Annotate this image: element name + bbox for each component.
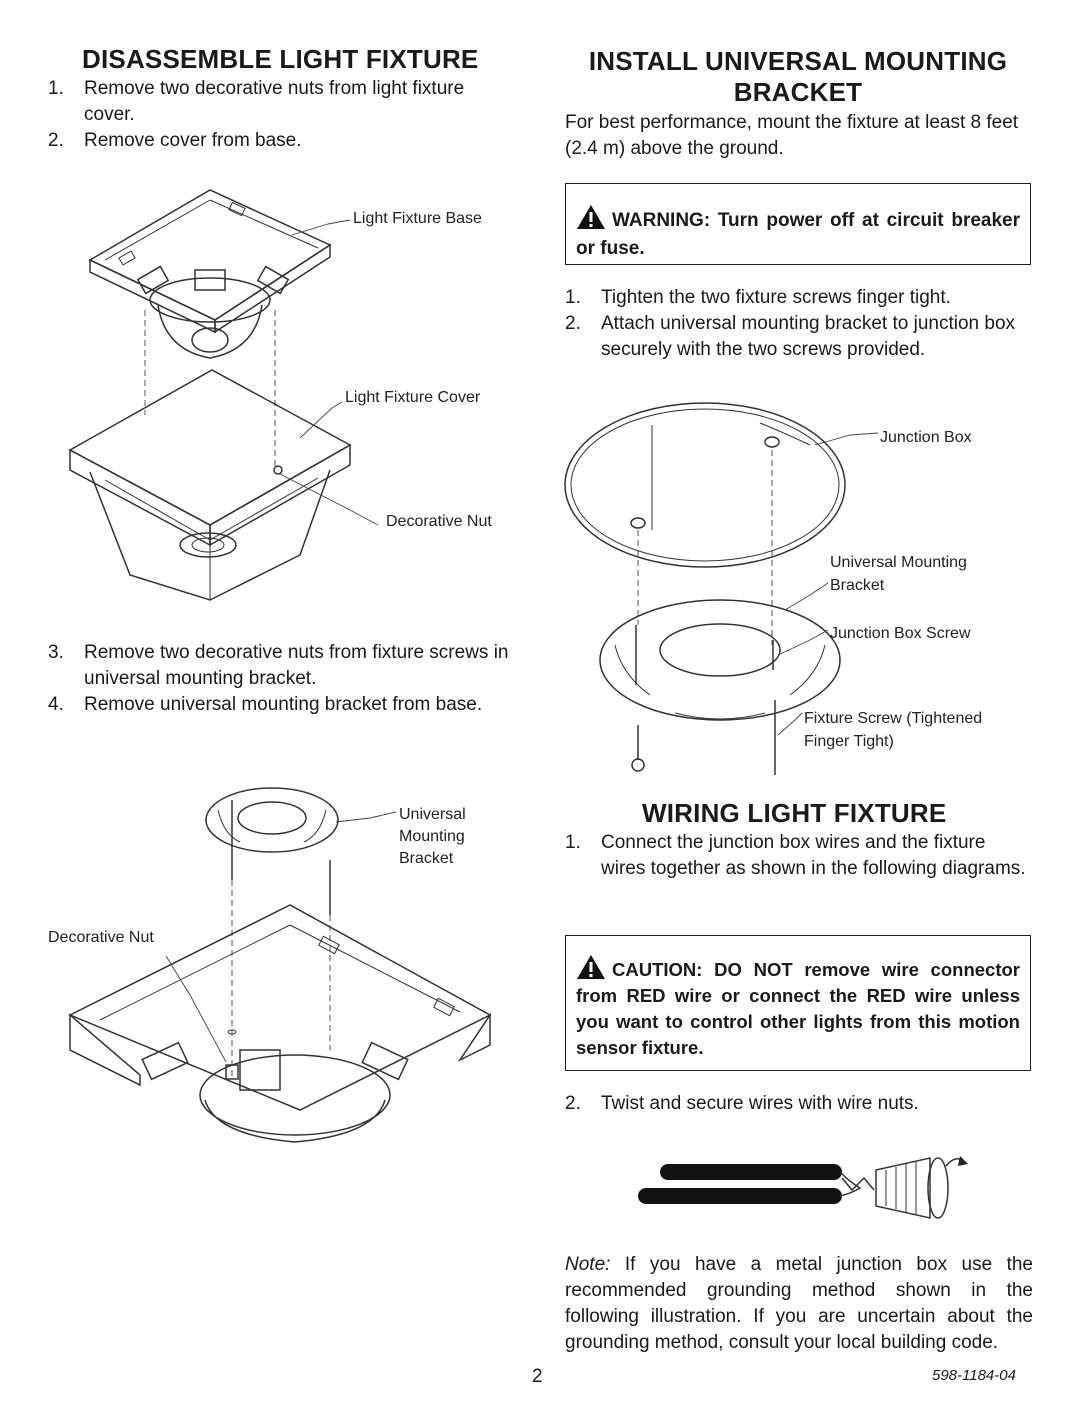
list-item: 4.Remove universal mounting bracket from… — [48, 694, 483, 715]
figure-junction-box: Junction Box Universal Mounting Bracket … — [560, 395, 1040, 780]
document-number: 598-1184-04 — [932, 1367, 1016, 1384]
heading-wiring: WIRING LIGHT FIXTURE — [642, 798, 947, 828]
label-decorative-nut: Decorative Nut — [386, 513, 492, 530]
list-item: 2.Attach universal mounting bracket to j… — [565, 313, 1016, 360]
label-bracket-2: Bracket — [830, 577, 885, 594]
label-light-fixture-base: Light Fixture Base — [353, 210, 482, 227]
list-item: 1.Tighten the two fixture screws finger … — [565, 287, 951, 308]
install-intro: For best performance, mount the fixture … — [565, 112, 1019, 159]
label-fixture-screw-1: Fixture Screw (Tightened — [804, 710, 983, 727]
label-junction-box: Junction Box — [880, 429, 972, 446]
bracket-base-illustration — [68, 787, 492, 1143]
warning-triangle-icon — [577, 205, 605, 229]
caution-box: CAUTION: DO NOT remove wire connector fr… — [565, 935, 1031, 1071]
label-light-fixture-cover: Light Fixture Cover — [345, 389, 481, 406]
step-twist-wires: 2.Twist and secure wires with wire nuts. — [565, 1093, 919, 1114]
figure-bracket-and-base: Universal Mounting Bracket Decorative Nu… — [40, 780, 520, 1143]
steps-wiring: 1.Connect the junction box wires and the… — [565, 830, 1033, 882]
list-item: 3.Remove two decorative nuts from fixtur… — [48, 642, 509, 689]
steps-disassemble-a: 1.Remove two decorative nuts from light … — [48, 76, 518, 154]
page-number: 2 — [532, 1366, 543, 1387]
junction-box-illustration — [564, 402, 879, 775]
heading-disassemble: DISASSEMBLE LIGHT FIXTURE — [82, 44, 479, 74]
label-bracket-1: Bracket — [399, 850, 454, 867]
warning-box: WARNING: Turn power off at circuit break… — [565, 183, 1031, 265]
list-item: 1.Connect the junction box wires and the… — [565, 832, 1026, 879]
label-mounting-1: Mounting — [399, 828, 465, 845]
steps-install: 1.Tighten the two fixture screws finger … — [565, 285, 1033, 363]
list-item: 2.Remove cover from base. — [48, 130, 302, 151]
note-grounding: Note: If you have a metal junction box u… — [565, 1254, 1033, 1353]
label-junction-box-screw: Junction Box Screw — [830, 625, 971, 642]
steps-disassemble-b: 3.Remove two decorative nuts from fixtur… — [48, 640, 518, 718]
figure-base-and-cover: Light Fixture Base Light Fixture Cover D… — [60, 180, 520, 610]
base-cover-illustration — [68, 189, 379, 601]
warning-triangle-icon — [577, 955, 605, 979]
label-fixture-screw-2: Finger Tight) — [804, 733, 894, 750]
label-universal-1: Universal — [399, 806, 466, 823]
heading-install-bracket: INSTALL UNIVERSAL MOUNTING BRACKET — [588, 46, 1008, 107]
list-item: 1.Remove two decorative nuts from light … — [48, 78, 465, 125]
label-universal-mounting: Universal Mounting — [830, 554, 967, 571]
label-decorative-nut-2: Decorative Nut — [48, 929, 154, 946]
wire-nut-illustration — [638, 1156, 968, 1219]
figure-wire-nut — [630, 1148, 970, 1228]
